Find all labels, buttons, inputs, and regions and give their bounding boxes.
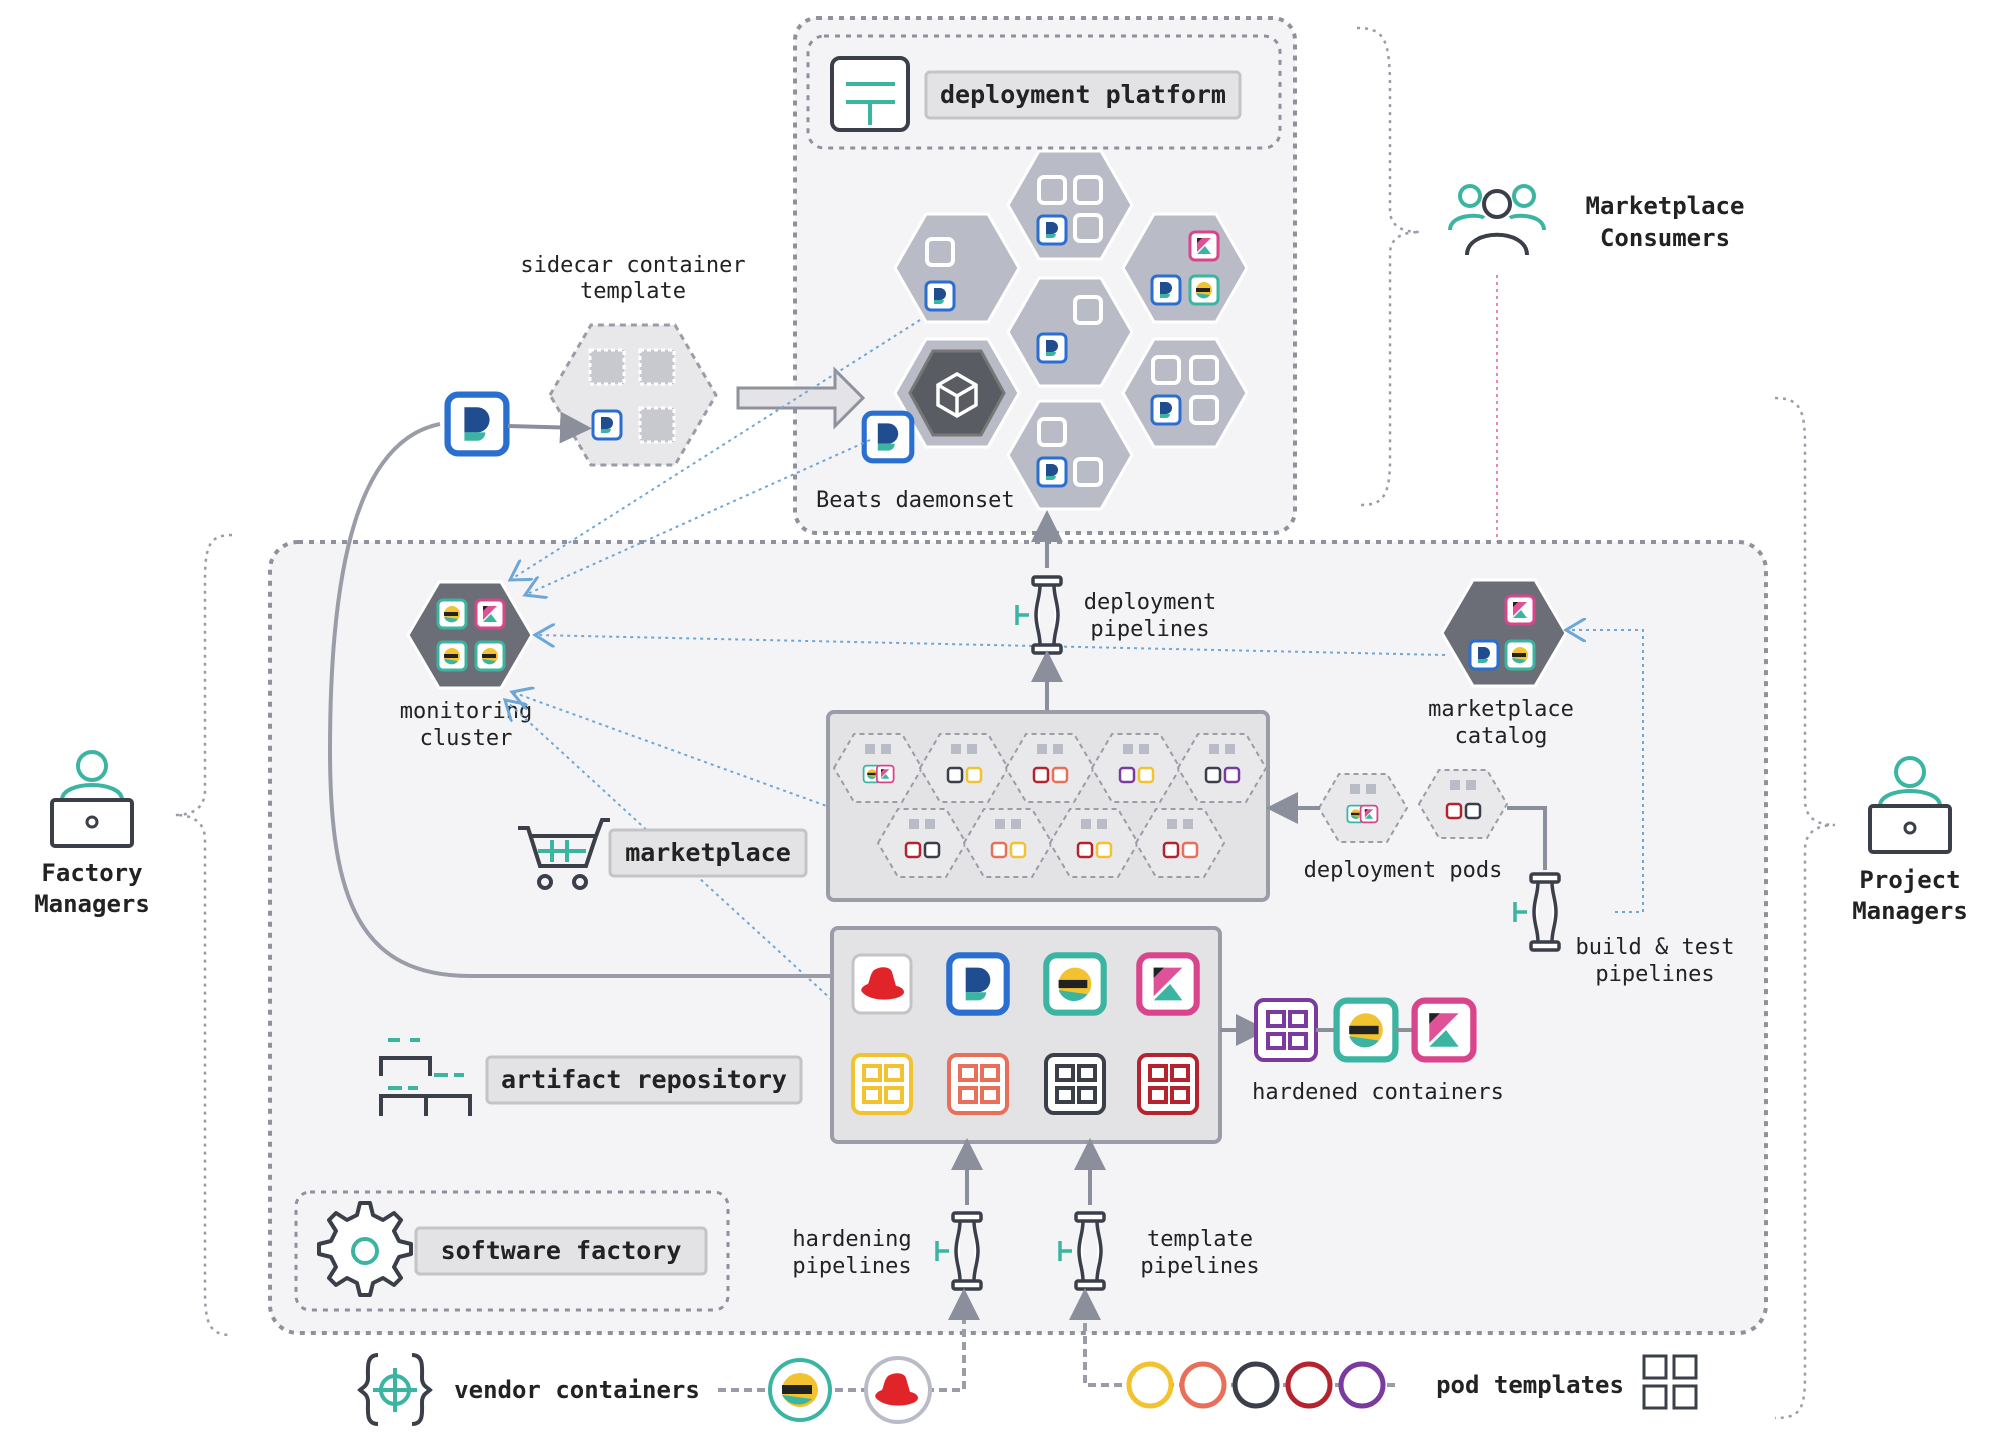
project-managers-label-1: Project <box>1859 866 1960 894</box>
consumers-brace <box>1356 26 1421 507</box>
beats-daemonset-label: Beats daemonset <box>816 488 1015 513</box>
sidecar-template-label-2: template <box>580 279 686 304</box>
factory-managers-brace <box>174 533 233 1337</box>
factory-managers-label-2: Managers <box>34 890 150 918</box>
marketplace-pods <box>833 733 1267 878</box>
build-test-pipelines-label-1: build & test <box>1576 935 1735 960</box>
person-laptop-icon <box>1868 756 1952 854</box>
cart-icon <box>518 818 610 890</box>
deployment-pods <box>1318 769 1508 843</box>
software-factory-legend <box>294 1190 730 1312</box>
deployment-pipelines-label-1: deployment <box>1084 590 1216 615</box>
template-pipelines-label-1: template <box>1147 1227 1253 1252</box>
vendor-containers-label: vendor containers <box>454 1376 700 1404</box>
factory-managers-label-1: Factory <box>41 859 142 887</box>
hardened-containers-label: hardened containers <box>1252 1080 1504 1105</box>
redhat-icon <box>864 1356 932 1424</box>
redhat-icon <box>851 953 913 1015</box>
marketplace-label: marketplace <box>625 838 791 867</box>
deployment-platform-label: deployment platform <box>940 80 1226 109</box>
artifact-repository-label: artifact repository <box>501 1065 787 1094</box>
monitoring-cluster-label-1: monitoring <box>400 699 532 724</box>
pod-templates-icon <box>1642 1354 1698 1410</box>
sidecar-template-label-1: sidecar container <box>520 253 745 278</box>
build-test-pipelines-label-2: pipelines <box>1595 962 1714 987</box>
vendor-target-icon <box>357 1353 433 1426</box>
repository-icon <box>379 1038 472 1116</box>
hardening-pipelines-label-2: pipelines <box>792 1254 911 1279</box>
user-group-icon <box>1448 184 1546 256</box>
marketplace-consumers-label-1: Marketplace <box>1586 192 1745 220</box>
artifact-repository-panel <box>830 926 1222 1144</box>
gear-icon <box>317 1201 413 1297</box>
monitoring-cluster-hex <box>406 580 534 690</box>
monitoring-connectors <box>505 319 1644 1001</box>
marketplace-consumers-label-2: Consumers <box>1600 224 1730 252</box>
deployment-pipelines-label-2: pipelines <box>1090 617 1209 642</box>
marketplace-catalog-label-1: marketplace <box>1428 697 1574 722</box>
pod-templates-to-template-connector <box>1069 1288 1395 1387</box>
beats-to-sidecar-connector <box>507 411 592 444</box>
pod-template-rings <box>1126 1361 1386 1409</box>
elastic-icon <box>768 1358 832 1422</box>
project-managers-label-2: Managers <box>1852 897 1968 925</box>
repository-items <box>851 953 1197 1115</box>
hardening-pipelines-label-1: hardening <box>792 1227 911 1252</box>
template-pipelines-label-2: pipelines <box>1140 1254 1259 1279</box>
hardened-containers <box>1254 1000 1473 1060</box>
beats-icon <box>448 395 507 454</box>
deployment-pods-label: deployment pods <box>1304 858 1503 883</box>
repository-to-beats-connector <box>327 422 832 978</box>
sidecar-arrow <box>736 366 866 430</box>
beats-daemonset-hex <box>908 349 1006 437</box>
monitoring-cluster-label-2: cluster <box>420 726 513 751</box>
sidecar-template-hex <box>548 323 718 467</box>
marketplace-catalog-label-2: catalog <box>1455 724 1548 749</box>
platform-icon <box>830 56 910 132</box>
beats-icon <box>864 413 912 461</box>
person-laptop-icon <box>50 750 134 848</box>
pod-templates-label: pod templates <box>1436 1371 1624 1399</box>
pods-to-marketplace-connector <box>1507 806 1547 870</box>
project-managers-brace <box>1774 396 1836 1420</box>
software-factory-label: software factory <box>441 1236 682 1265</box>
